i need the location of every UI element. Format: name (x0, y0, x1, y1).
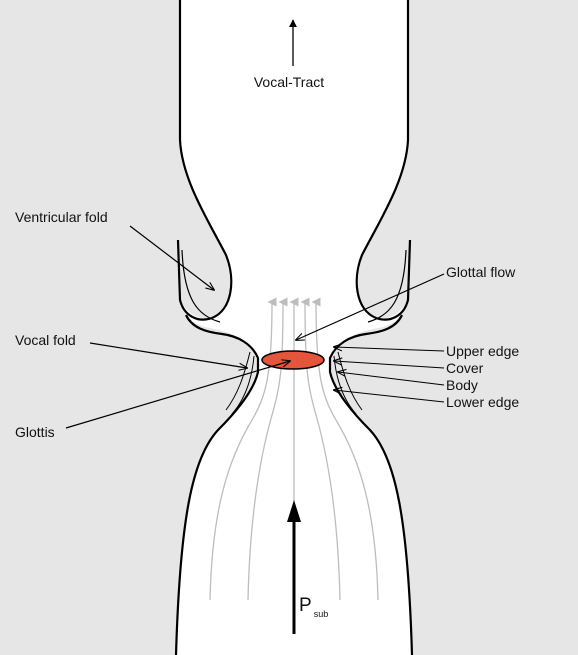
ventricular-fold-label: Ventricular fold (15, 209, 108, 225)
body-label: Body (446, 377, 478, 393)
glottis-label: Glottis (15, 424, 55, 440)
vocal-fold-label: Vocal fold (15, 332, 76, 348)
vocal-tract-label: Vocal-Tract (254, 74, 324, 90)
glottal-flow-label: Glottal flow (446, 264, 516, 280)
cover-label: Cover (446, 360, 484, 376)
upper-edge-label: Upper edge (446, 343, 519, 359)
lower-edge-label: Lower edge (446, 394, 519, 410)
